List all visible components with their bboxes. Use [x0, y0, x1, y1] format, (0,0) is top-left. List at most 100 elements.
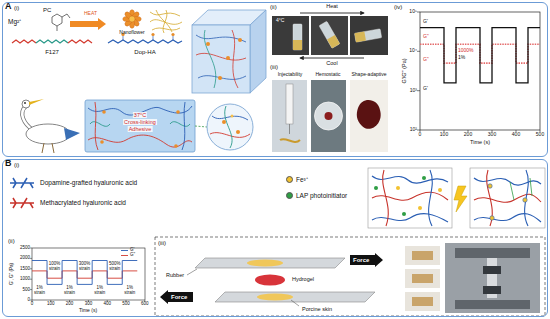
f127-chain	[12, 40, 36, 43]
property-photos	[272, 80, 388, 152]
condition-note: Cross-linking	[123, 119, 157, 125]
heron-illustration	[22, 106, 33, 130]
network-before	[368, 168, 452, 228]
property-photos	[350, 80, 388, 152]
network-after	[470, 168, 545, 228]
network-before	[418, 206, 422, 210]
tick-label: 200	[464, 132, 472, 138]
zoom-circle	[231, 115, 234, 118]
vial-photos	[350, 16, 388, 55]
photo-annotation: 4°C	[276, 18, 284, 24]
tensile-machine-photo	[483, 266, 501, 274]
polymer-icons	[10, 198, 34, 208]
heron-illustration	[22, 99, 80, 153]
rheology-chart-a	[417, 51, 420, 52]
nanofibers	[156, 10, 172, 32]
rheology-chart-a	[417, 90, 420, 91]
series-label: G''	[423, 57, 429, 63]
photo-caption: Shape-adaptive	[351, 72, 386, 78]
hydrogel-cube	[192, 25, 250, 93]
rheology-chart-a	[417, 130, 420, 131]
network-before	[372, 214, 448, 222]
tick-label: 200	[66, 302, 74, 307]
subpanel-index: (i)	[14, 162, 19, 169]
f127-chain	[12, 40, 92, 43]
rheology-chart-a	[420, 12, 540, 130]
lap-shear-test	[215, 292, 375, 302]
rheology-chart-b	[32, 271, 137, 278]
rheology-chart-b	[30, 248, 145, 302]
heat-arrow	[70, 18, 106, 30]
network-before	[396, 186, 400, 190]
subpanel-index: (ii)	[270, 4, 277, 11]
strain-label: 100% strain	[47, 262, 62, 271]
rheology-chart-b	[121, 250, 128, 251]
hydrogel-cube	[196, 30, 246, 88]
hydrogel-network	[100, 140, 104, 144]
tick-label: 0	[419, 132, 422, 138]
tick-label: 500	[536, 132, 544, 138]
rheology-chart-b	[30, 268, 32, 269]
hydrogel-network	[88, 135, 192, 147]
property-photos	[357, 100, 381, 129]
heron-illustration	[22, 100, 30, 108]
photo-caption: Hemostatic	[315, 72, 340, 78]
heron-illustration	[64, 128, 80, 140]
heron-illustration	[22, 106, 33, 130]
tick-label: 10⁴	[409, 49, 417, 55]
rheology-chart-a	[417, 12, 540, 132]
pc-molecule	[67, 14, 70, 18]
condition-note: 37°C	[133, 112, 147, 118]
polymer-label: F127	[45, 49, 59, 56]
rheology-chart-b	[30, 248, 32, 249]
vial-photos	[319, 21, 340, 48]
tick-label: 600	[141, 302, 149, 307]
tick-label: 10²	[410, 127, 417, 133]
hydrogel-cube	[192, 10, 266, 93]
heron-illustration	[29, 99, 44, 105]
hydrogel-cube	[250, 10, 266, 93]
tick-label: 400	[103, 302, 111, 307]
vial-photos	[300, 13, 364, 14]
arrow-body	[160, 290, 193, 304]
network-before	[396, 186, 442, 210]
hydrogel-network	[170, 122, 190, 127]
legend-swatch	[286, 192, 293, 199]
nanofibers	[152, 28, 180, 30]
tick-label: 0	[31, 302, 34, 307]
axis-title: G', G'' (Pa)	[10, 263, 15, 285]
force-arrow: Force	[160, 290, 193, 304]
network-after	[490, 216, 494, 220]
network-before	[372, 176, 448, 183]
legend-label: G''	[130, 253, 135, 258]
rheology-chart-a	[417, 12, 540, 132]
sample-photos	[405, 292, 440, 311]
vial-photos	[355, 32, 366, 43]
zoom-circle	[236, 130, 240, 134]
tick-label: 100	[440, 132, 448, 138]
polymer-icons	[10, 178, 34, 208]
series-label: G'	[423, 19, 428, 25]
lap-shear-test	[155, 237, 545, 316]
strain-label: 1% strain	[92, 286, 107, 295]
tensile-machine-photo	[445, 243, 540, 313]
hydrogel-cube	[196, 35, 246, 42]
tensile-machine-photo	[455, 248, 530, 258]
rheology-chart-b	[30, 248, 145, 302]
part-label: Hydrogel	[292, 276, 314, 282]
axis-title: Time (s)	[79, 308, 97, 314]
hydrogel-cube	[196, 53, 246, 60]
hydrogel-network	[95, 102, 98, 150]
hydrogel-cube	[204, 30, 216, 88]
zoom-circle	[222, 120, 226, 124]
property-photos	[311, 80, 346, 152]
network-after	[530, 178, 532, 196]
rheology-chart-a	[417, 12, 420, 13]
sample-photos	[405, 246, 440, 265]
tick-label: 300	[85, 302, 93, 307]
rheology-chart-b	[32, 248, 145, 300]
tensile-machine-photo	[455, 300, 530, 309]
property-photos	[286, 84, 293, 124]
strain-label: 300% strain	[77, 262, 92, 271]
f127-chain	[68, 40, 92, 43]
